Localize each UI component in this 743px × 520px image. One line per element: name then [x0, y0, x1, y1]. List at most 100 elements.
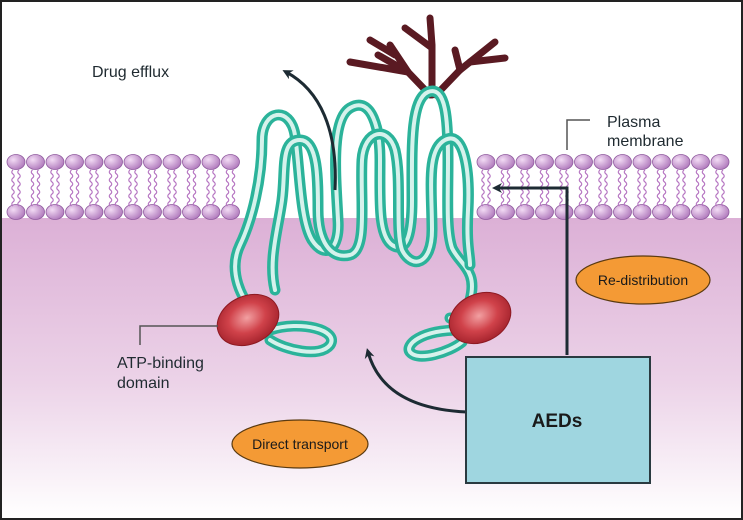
- lipid-tail: [75, 169, 80, 207]
- lipid-tail: [481, 169, 485, 207]
- lipid-tail: [134, 169, 138, 207]
- lipid-tail: [30, 169, 35, 207]
- lipid-head-outer: [104, 154, 123, 170]
- lipid-head-outer: [65, 154, 84, 170]
- drug-efflux-arrow: [282, 70, 337, 191]
- atp-binding-domain-right: [448, 291, 512, 345]
- lipid-tail: [695, 169, 700, 207]
- lipid-head-outer: [671, 154, 691, 170]
- lipid-head-outer: [84, 154, 104, 170]
- lipid-tail: [114, 169, 119, 207]
- lipid-head-outer: [26, 154, 45, 170]
- atp-binding-label-line1: ATP-binding: [117, 355, 204, 372]
- lipid-tail: [721, 169, 725, 207]
- lipid-head-outer: [221, 154, 240, 170]
- atp-binding-domain-left: [216, 293, 280, 347]
- lipid-tail: [637, 169, 641, 207]
- lipid-head-inner: [123, 204, 143, 220]
- lipid-tail: [206, 169, 210, 207]
- lipid-head-outer: [6, 154, 26, 170]
- lipid-tail: [662, 169, 667, 207]
- lipid-head-inner: [613, 204, 632, 220]
- lipid-tail: [604, 169, 608, 207]
- lipid-head-inner: [574, 204, 593, 220]
- lipid-tail: [212, 169, 216, 207]
- direct-transport-label: Direct transport: [252, 436, 348, 452]
- lipid-tail: [69, 169, 74, 207]
- aeds-box: AEDs: [465, 356, 651, 484]
- redistribution-oval: Re-distribution: [575, 255, 711, 305]
- direct-transport-arrow: [364, 348, 468, 414]
- lipid-tail: [231, 169, 236, 207]
- lipid-head-inner: [691, 204, 710, 220]
- redistribution-label: Re-distribution: [598, 272, 688, 288]
- plasma-membrane-label-line2: membrane: [607, 133, 684, 150]
- plasma-membrane-label-line1: Plasma: [607, 114, 660, 131]
- lipid-head-inner: [45, 204, 65, 220]
- plasma-membrane-leader: [566, 119, 590, 150]
- atp-leader: [139, 325, 218, 345]
- drug-efflux-label: Drug efflux: [92, 64, 169, 81]
- lipid-head-inner: [6, 204, 26, 220]
- lipid-tail: [89, 169, 93, 207]
- lipid-tail: [186, 169, 191, 207]
- direct-transport-oval: Direct transport: [231, 419, 369, 469]
- atp-binding-label-line2: domain: [117, 375, 169, 392]
- lipid-tail: [50, 169, 54, 207]
- lipid-tail: [584, 169, 589, 207]
- lipid-head-outer: [162, 154, 182, 170]
- lipid-tail: [598, 169, 602, 207]
- lipid-head-inner: [652, 204, 671, 220]
- lipid-head-outer: [123, 154, 143, 170]
- lipid-head-inner: [554, 204, 574, 220]
- lipid-tail: [17, 169, 21, 207]
- lipid-head-outer: [476, 154, 496, 170]
- lipid-head-inner: [143, 204, 162, 220]
- lipid-tail: [95, 169, 99, 207]
- lipid-head-inner: [535, 204, 554, 220]
- lipid-tail: [36, 169, 41, 207]
- lipid-head-inner: [26, 204, 45, 220]
- lipid-tail: [128, 169, 132, 207]
- lipid-tail: [487, 169, 491, 207]
- lipid-head-outer: [652, 154, 671, 170]
- lipid-bilayer-right: [476, 154, 730, 220]
- lipid-head-outer: [710, 154, 730, 170]
- lipid-head-outer: [496, 154, 515, 170]
- lipid-head-inner: [710, 204, 730, 220]
- lipid-tail: [11, 169, 15, 207]
- lipid-head-outer: [613, 154, 632, 170]
- lipid-head-outer: [515, 154, 535, 170]
- lipid-head-inner: [632, 204, 652, 220]
- lipid-head-outer: [593, 154, 613, 170]
- lipid-head-outer: [691, 154, 710, 170]
- lipid-tail: [56, 169, 60, 207]
- lipid-tail: [167, 169, 171, 207]
- lipid-tail: [192, 169, 197, 207]
- lipid-head-outer: [201, 154, 221, 170]
- lipid-head-inner: [201, 204, 221, 220]
- lipid-tail: [173, 169, 177, 207]
- lipid-tail: [715, 169, 719, 207]
- lipid-head-outer: [45, 154, 65, 170]
- lipid-head-outer: [554, 154, 574, 170]
- lipid-head-inner: [496, 204, 515, 220]
- lipid-head-inner: [104, 204, 123, 220]
- lipid-head-outer: [632, 154, 652, 170]
- lipid-head-inner: [671, 204, 691, 220]
- lipid-tail: [617, 169, 622, 207]
- p-glycoprotein: [216, 85, 512, 362]
- lipid-head-inner: [515, 204, 535, 220]
- lipid-head-outer: [182, 154, 201, 170]
- glycan-branches: [346, 14, 509, 99]
- aeds-label: AEDs: [532, 411, 583, 432]
- lipid-tail: [682, 169, 686, 207]
- lipid-tail: [108, 169, 113, 207]
- lipid-head-inner: [65, 204, 84, 220]
- lipid-head-inner: [84, 204, 104, 220]
- lipid-head-inner: [593, 204, 613, 220]
- lipid-tail: [578, 169, 583, 207]
- lipid-tail: [676, 169, 680, 207]
